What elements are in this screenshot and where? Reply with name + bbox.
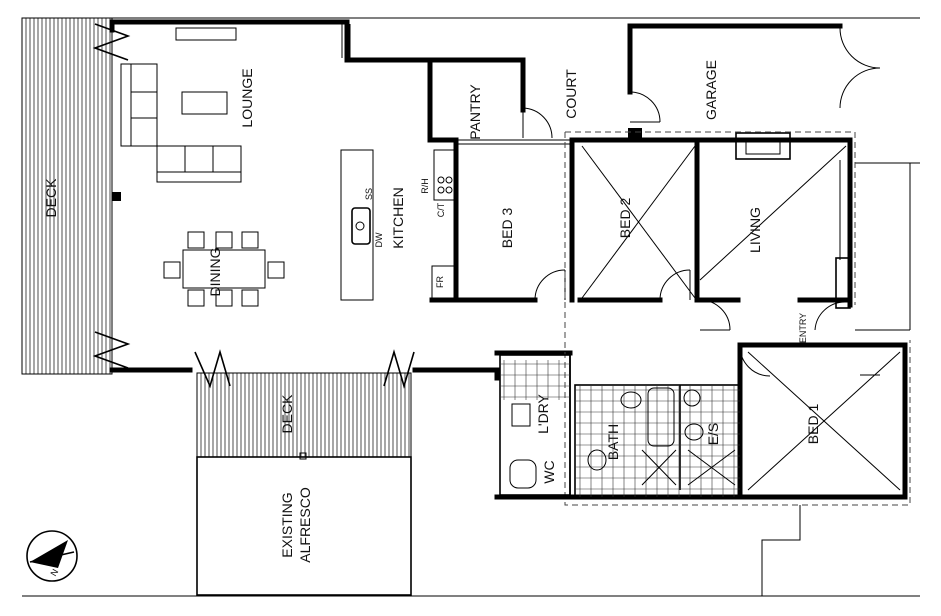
wc-label: WC <box>541 460 557 483</box>
walls <box>109 19 575 381</box>
garage-label: GARAGE <box>703 60 719 120</box>
dining-label: DINING <box>207 248 223 297</box>
dishwasher-label: DW <box>374 232 384 247</box>
lounge-furniture <box>120 63 242 183</box>
bed2-label: BED 2 <box>617 198 633 239</box>
deck-left <box>25 18 111 374</box>
ldry-label: L'DRY <box>535 393 551 433</box>
bath-tiles <box>500 360 740 497</box>
alfresco-label-line1: EXISTING <box>279 492 295 557</box>
deck-bottom-label: DECK <box>279 394 295 434</box>
kitchen-island <box>340 149 455 301</box>
entry-label: ENTRY <box>798 313 808 343</box>
lounge-label: LOUNGE <box>239 68 255 127</box>
fridge-label: FR <box>435 276 445 288</box>
rangehood-label: R/H <box>420 178 430 194</box>
bed3-label: BED 3 <box>499 208 515 249</box>
kitchen-label: KITCHEN <box>390 187 406 248</box>
north-label: N <box>48 567 60 578</box>
court-label: COURT <box>563 69 579 119</box>
ensuite-label: E/S <box>705 423 721 446</box>
pantry-label: PANTRY <box>467 84 483 140</box>
bed1-label: BED 1 <box>805 404 821 445</box>
bath-label: BATH <box>605 424 621 460</box>
garage <box>627 23 881 138</box>
cooktop-label: C/T <box>436 202 446 217</box>
deck-bottom <box>200 373 410 457</box>
dining-furniture <box>163 231 285 307</box>
bedroom-walls <box>453 132 853 308</box>
wet-areas <box>494 342 908 500</box>
living-label: LIVING <box>747 207 763 253</box>
sink-label: SS <box>364 188 374 200</box>
alfresco-label-line2: ALFRESCO <box>297 487 313 563</box>
deck-left-label: DECK <box>43 178 59 218</box>
north-arrow-icon <box>26 530 78 582</box>
